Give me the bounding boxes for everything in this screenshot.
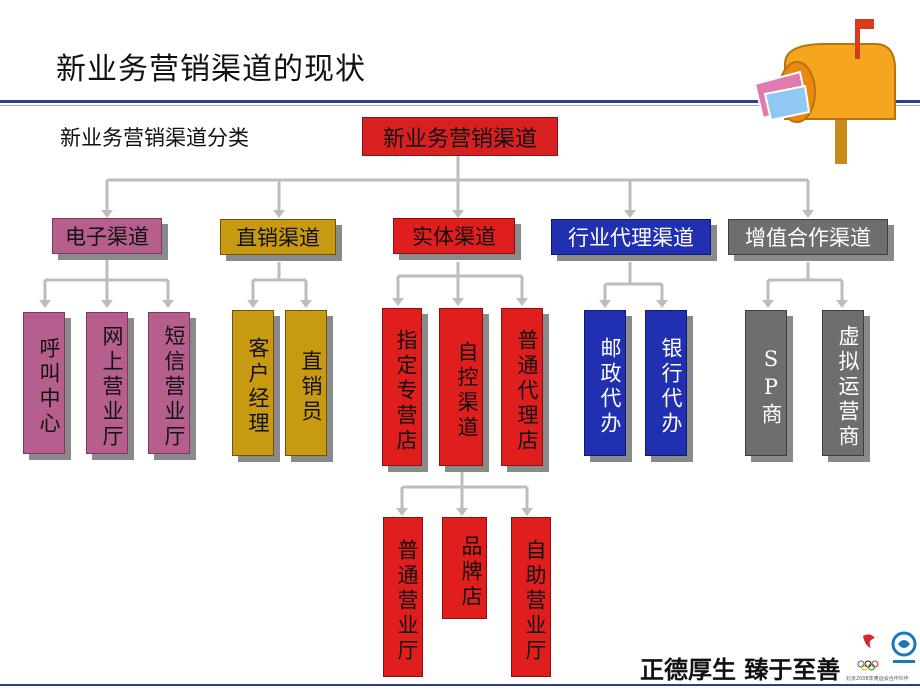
title-underline bbox=[0, 100, 920, 103]
page-title: 新业务营销渠道的现状 bbox=[56, 52, 366, 87]
category-electronic-channel: 电子渠道 bbox=[52, 218, 162, 254]
node-self-controlled-channel: 自控渠道 bbox=[439, 308, 483, 466]
node-sms-hall: 短信营业厅 bbox=[148, 312, 190, 454]
category-direct-sales-channel: 直销渠道 bbox=[220, 219, 336, 255]
node-bank-agency: 银行代办 bbox=[645, 310, 687, 456]
olympic-logo-icon bbox=[857, 634, 879, 671]
node-agent-store: 普通代理店 bbox=[501, 308, 543, 466]
node-designated-store: 指定专营店 bbox=[382, 308, 422, 466]
node-online-hall: 网上营业厅 bbox=[86, 312, 128, 454]
title-underline-thin bbox=[0, 105, 920, 106]
node-self-service-hall: 自助营业厅 bbox=[511, 517, 551, 677]
node-call-center: 呼叫中心 bbox=[23, 312, 65, 454]
category-industry-agent-channel: 行业代理渠道 bbox=[551, 219, 711, 255]
china-mobile-logo-icon bbox=[891, 631, 917, 663]
node-account-manager: 客户经理 bbox=[232, 310, 274, 456]
diagram-subtitle: 新业务营销渠道分类 bbox=[60, 126, 249, 150]
company-motto: 正德厚生 臻于至善 bbox=[640, 655, 841, 684]
node-brand-store: 品牌店 bbox=[442, 517, 487, 619]
category-physical-channel: 实体渠道 bbox=[393, 218, 515, 254]
footer-note: 北京2008年奥运会合作伙伴 bbox=[846, 676, 909, 682]
root-node: 新业务营销渠道 bbox=[362, 117, 558, 156]
category-value-added-channel: 增值合作渠道 bbox=[728, 219, 888, 255]
mailbox-icon bbox=[753, 19, 896, 164]
node-sp-provider: SP商 bbox=[745, 310, 787, 456]
node-direct-salesperson: 直销员 bbox=[285, 310, 327, 456]
footer-line bbox=[0, 684, 920, 686]
node-virtual-operator: 虚拟运营商 bbox=[822, 310, 864, 456]
node-regular-hall: 普通营业厅 bbox=[383, 517, 423, 677]
node-postal-agency: 邮政代办 bbox=[584, 310, 626, 456]
